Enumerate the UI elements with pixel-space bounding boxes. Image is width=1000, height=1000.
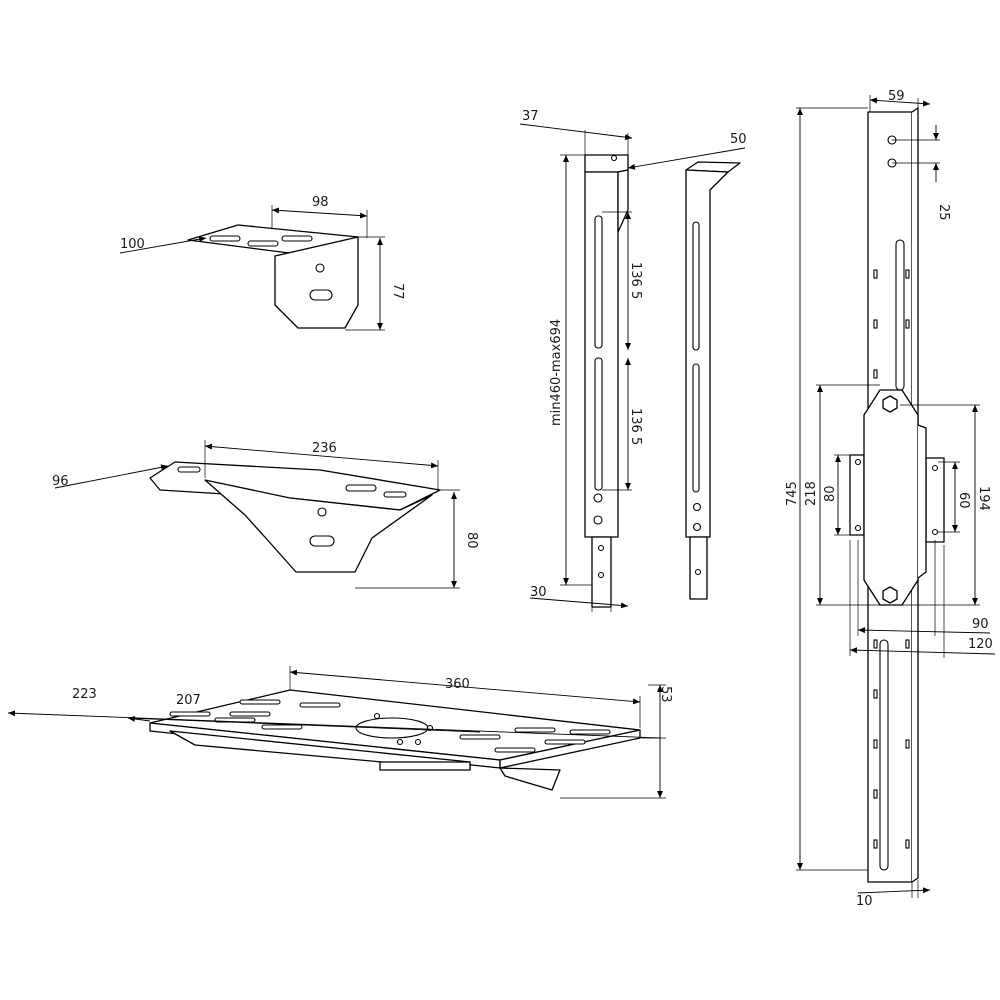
dim-77: 77 [390,283,405,300]
small-bracket [119,205,385,331]
dim-25: 25 [936,204,951,221]
dim-96: 96 [52,474,69,489]
dim-120: 120 [968,637,993,652]
dim-218: 218 [804,481,819,506]
mounting-plate [849,389,945,606]
dim-360: 360 [445,677,470,692]
shelf-plate [7,666,666,799]
wide-bracket [54,440,460,589]
dim-194: 194 [976,486,991,511]
dim-53: 53 [658,686,673,703]
telescopic-arm-side [685,161,741,600]
dim-745: 745 [785,481,800,506]
dim-223: 223 [72,687,97,702]
dim-60: 60 [956,492,971,509]
dim-80-plate: 80 [823,485,838,502]
dim-98: 98 [312,195,329,210]
dim-100: 100 [120,237,145,252]
dim-10: 10 [856,894,873,909]
dim-length-range: min460-max694 [549,319,564,426]
dim-136-5-lower: 136 5 [628,408,643,445]
arm-dimensions [519,123,746,612]
dim-90: 90 [972,617,989,632]
dim-80: 80 [464,532,479,549]
dim-236: 236 [312,441,337,456]
column-dimensions [796,95,996,898]
dim-30: 30 [530,585,547,600]
dim-136-5-upper: 136 5 [628,262,643,299]
dim-59: 59 [888,89,905,104]
telescopic-arm-front [584,154,629,608]
dim-50: 50 [730,132,747,147]
dim-207: 207 [176,693,201,708]
dim-37: 37 [522,109,539,124]
